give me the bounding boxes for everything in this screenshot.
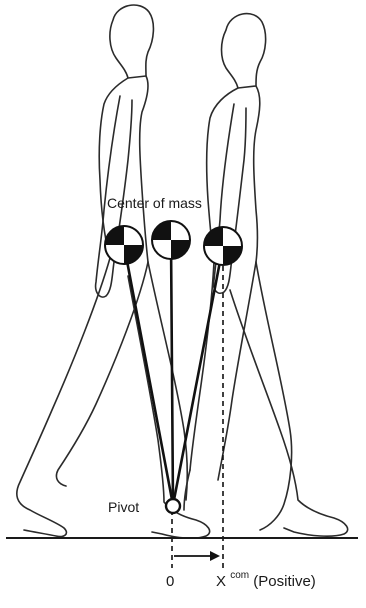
projection-lines	[172, 266, 223, 568]
xcom-arrow	[174, 551, 220, 561]
xcom-label-suffix: (Positive)	[253, 573, 316, 590]
pivot-point	[166, 499, 180, 513]
xcom-label-superscript: com	[230, 570, 249, 581]
com-marker-mid	[152, 221, 190, 259]
origin-label: 0	[166, 573, 174, 590]
pivot-label: Pivot	[108, 499, 139, 515]
com-marker-front	[204, 227, 242, 265]
rod-mid	[171, 240, 173, 505]
rod-front	[173, 246, 223, 505]
com-marker-rear	[105, 226, 143, 264]
center-of-mass-label: Center of mass	[107, 195, 202, 211]
xcom-label-base: X	[216, 573, 226, 590]
walking-person-front	[184, 14, 348, 537]
pendulum-rods	[124, 240, 223, 505]
rod-rear	[124, 245, 173, 505]
xcom-label: X com (Positive)	[216, 565, 316, 590]
